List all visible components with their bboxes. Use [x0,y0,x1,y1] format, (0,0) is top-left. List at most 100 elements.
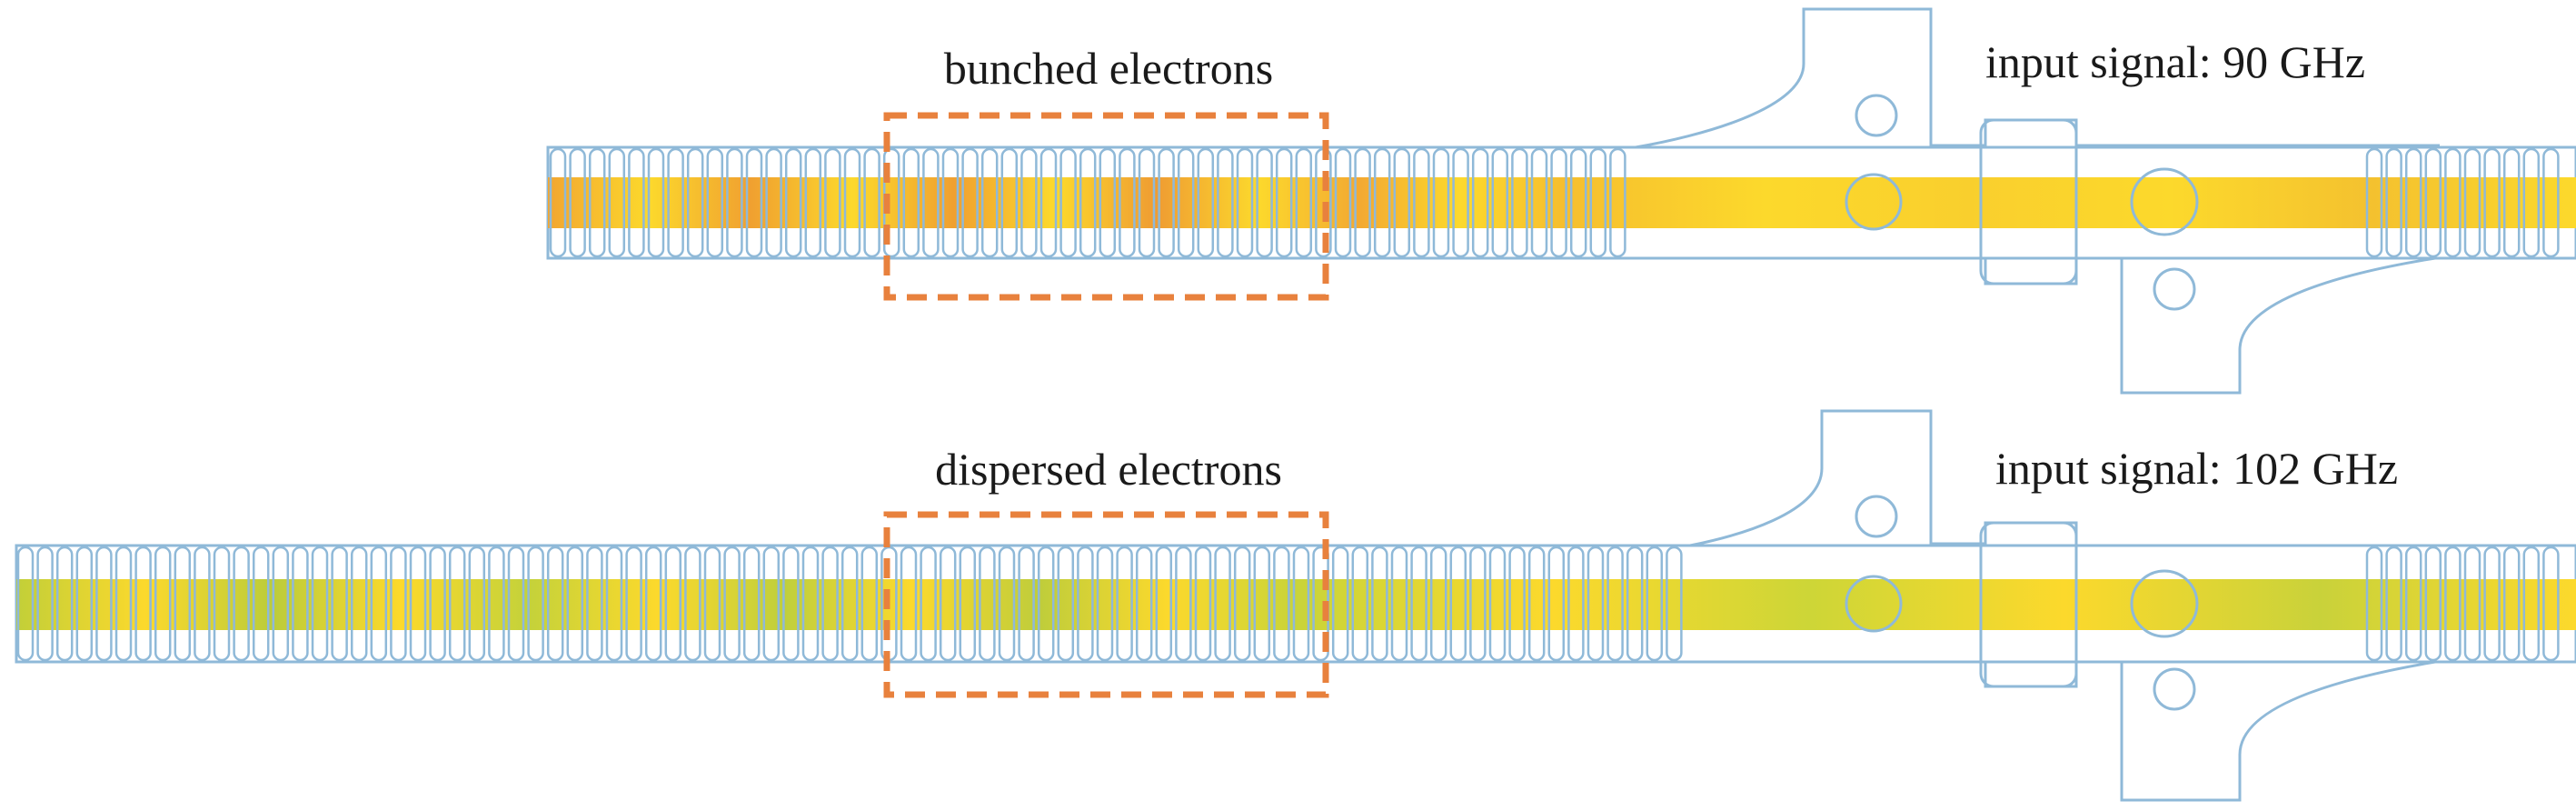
top-slot [588,147,606,258]
bottom-slot [1057,546,1075,662]
top-slot [1550,147,1567,258]
top-slot [804,147,822,258]
signal-label-bottom: input signal: 102 GHz [1995,443,2398,494]
coupler-hole-top-3 [2130,167,2199,236]
coupler-hole-bottom-1 [1855,495,1898,538]
panel-bunched: bunched electrons input signal: 90 GHz [546,7,2576,395]
bottom-slot [134,546,152,662]
top-slot [922,147,940,258]
bottom-slot [154,546,172,662]
bottom-out-slot [2483,546,2501,662]
bottom-slot [546,546,564,662]
bottom-slot [507,546,525,662]
top-out-slot [2542,147,2560,258]
top-slot [863,147,880,258]
bottom-slot [448,546,466,662]
top-slot [686,147,704,258]
top-slot [961,147,979,258]
top-slot [667,147,684,258]
top-slot [784,147,802,258]
bottom-slot [1292,546,1310,662]
region-label-bottom: dispersed electrons [935,444,1282,495]
bottom-slot [95,546,113,662]
bottom-slot [350,546,368,662]
top-slot [1609,147,1626,258]
signal-label-top: input signal: 90 GHz [1985,36,2365,87]
bottom-slot [213,546,231,662]
bottom-slot [1449,546,1467,662]
bottom-slot [1469,546,1487,662]
top-slot [980,147,999,258]
top-slot [1236,147,1254,258]
bottom-slot [1096,546,1114,662]
bottom-slot [468,546,486,662]
bottom-slot [998,546,1016,662]
bottom-slot [605,546,623,662]
bottom-slot [1077,546,1094,662]
bottom-slot [1175,546,1192,662]
bottom-slot [1037,546,1055,662]
top-slot [1295,147,1313,258]
input-coupler-top-lower [1636,256,2436,395]
top-slot [569,147,586,258]
coupler-window-top [1979,118,2078,285]
bottom-slot [1194,546,1212,662]
bottom-slot [370,546,388,662]
top-slot [941,147,960,258]
bottom-slot [114,546,133,662]
top-slot [1530,147,1548,258]
bottom-out-slot [2424,546,2442,662]
top-slot [1177,147,1195,258]
top-slot [1471,147,1489,258]
top-slot [1354,147,1371,258]
coupler-hole-top-1 [1855,94,1898,137]
bottom-slot [331,546,348,662]
top-slot [1334,147,1352,258]
bottom-slot [527,546,544,662]
bottom-slot [644,546,662,662]
bottom-slot [75,546,94,662]
bottom-slot [1116,546,1133,662]
top-slot [1256,147,1273,258]
top-slot [1589,147,1607,258]
bottom-slot [1018,546,1035,662]
region-label-top: bunched electrons [944,43,1273,94]
top-slot [1373,147,1391,258]
input-coupler-top [1635,7,2440,149]
bottom-slot [920,546,937,662]
top-slot [1099,147,1117,258]
top-slot [1452,147,1469,258]
highlight-box-top [883,112,1329,301]
bottom-slot [1214,546,1231,662]
bottom-slot [723,546,741,662]
electron-beam-top [548,177,2576,228]
input-coupler-bottom [1689,409,2440,547]
top-out-slot [2424,147,2442,258]
bottom-slot [1155,546,1173,662]
bottom-slot [939,546,957,662]
bottom-slot [272,546,290,662]
top-slot [1511,147,1528,258]
coupler-hole-bottom-2 [1845,575,1903,633]
bottom-slot [429,546,446,662]
bottom-slot [55,546,74,662]
bottom-slot [1666,546,1683,662]
top-slot [1138,147,1156,258]
bottom-slot [1233,546,1251,662]
bottom-slot [488,546,505,662]
bottom-slot [1547,546,1566,662]
bottom-out-slot [2522,546,2541,662]
bottom-slot [1508,546,1526,662]
top-slot [1119,147,1136,258]
input-coupler-bottom-lower [1690,660,2436,802]
top-slot [1158,147,1175,258]
bottom-slot [1429,546,1447,662]
bottom-slot [311,546,329,662]
top-slot [549,147,567,258]
top-slot [726,147,743,258]
top-slot [1393,147,1411,258]
top-slot [608,147,626,258]
top-out-slot [2522,147,2541,258]
bottom-slot [1567,546,1585,662]
top-slot [1491,147,1509,258]
